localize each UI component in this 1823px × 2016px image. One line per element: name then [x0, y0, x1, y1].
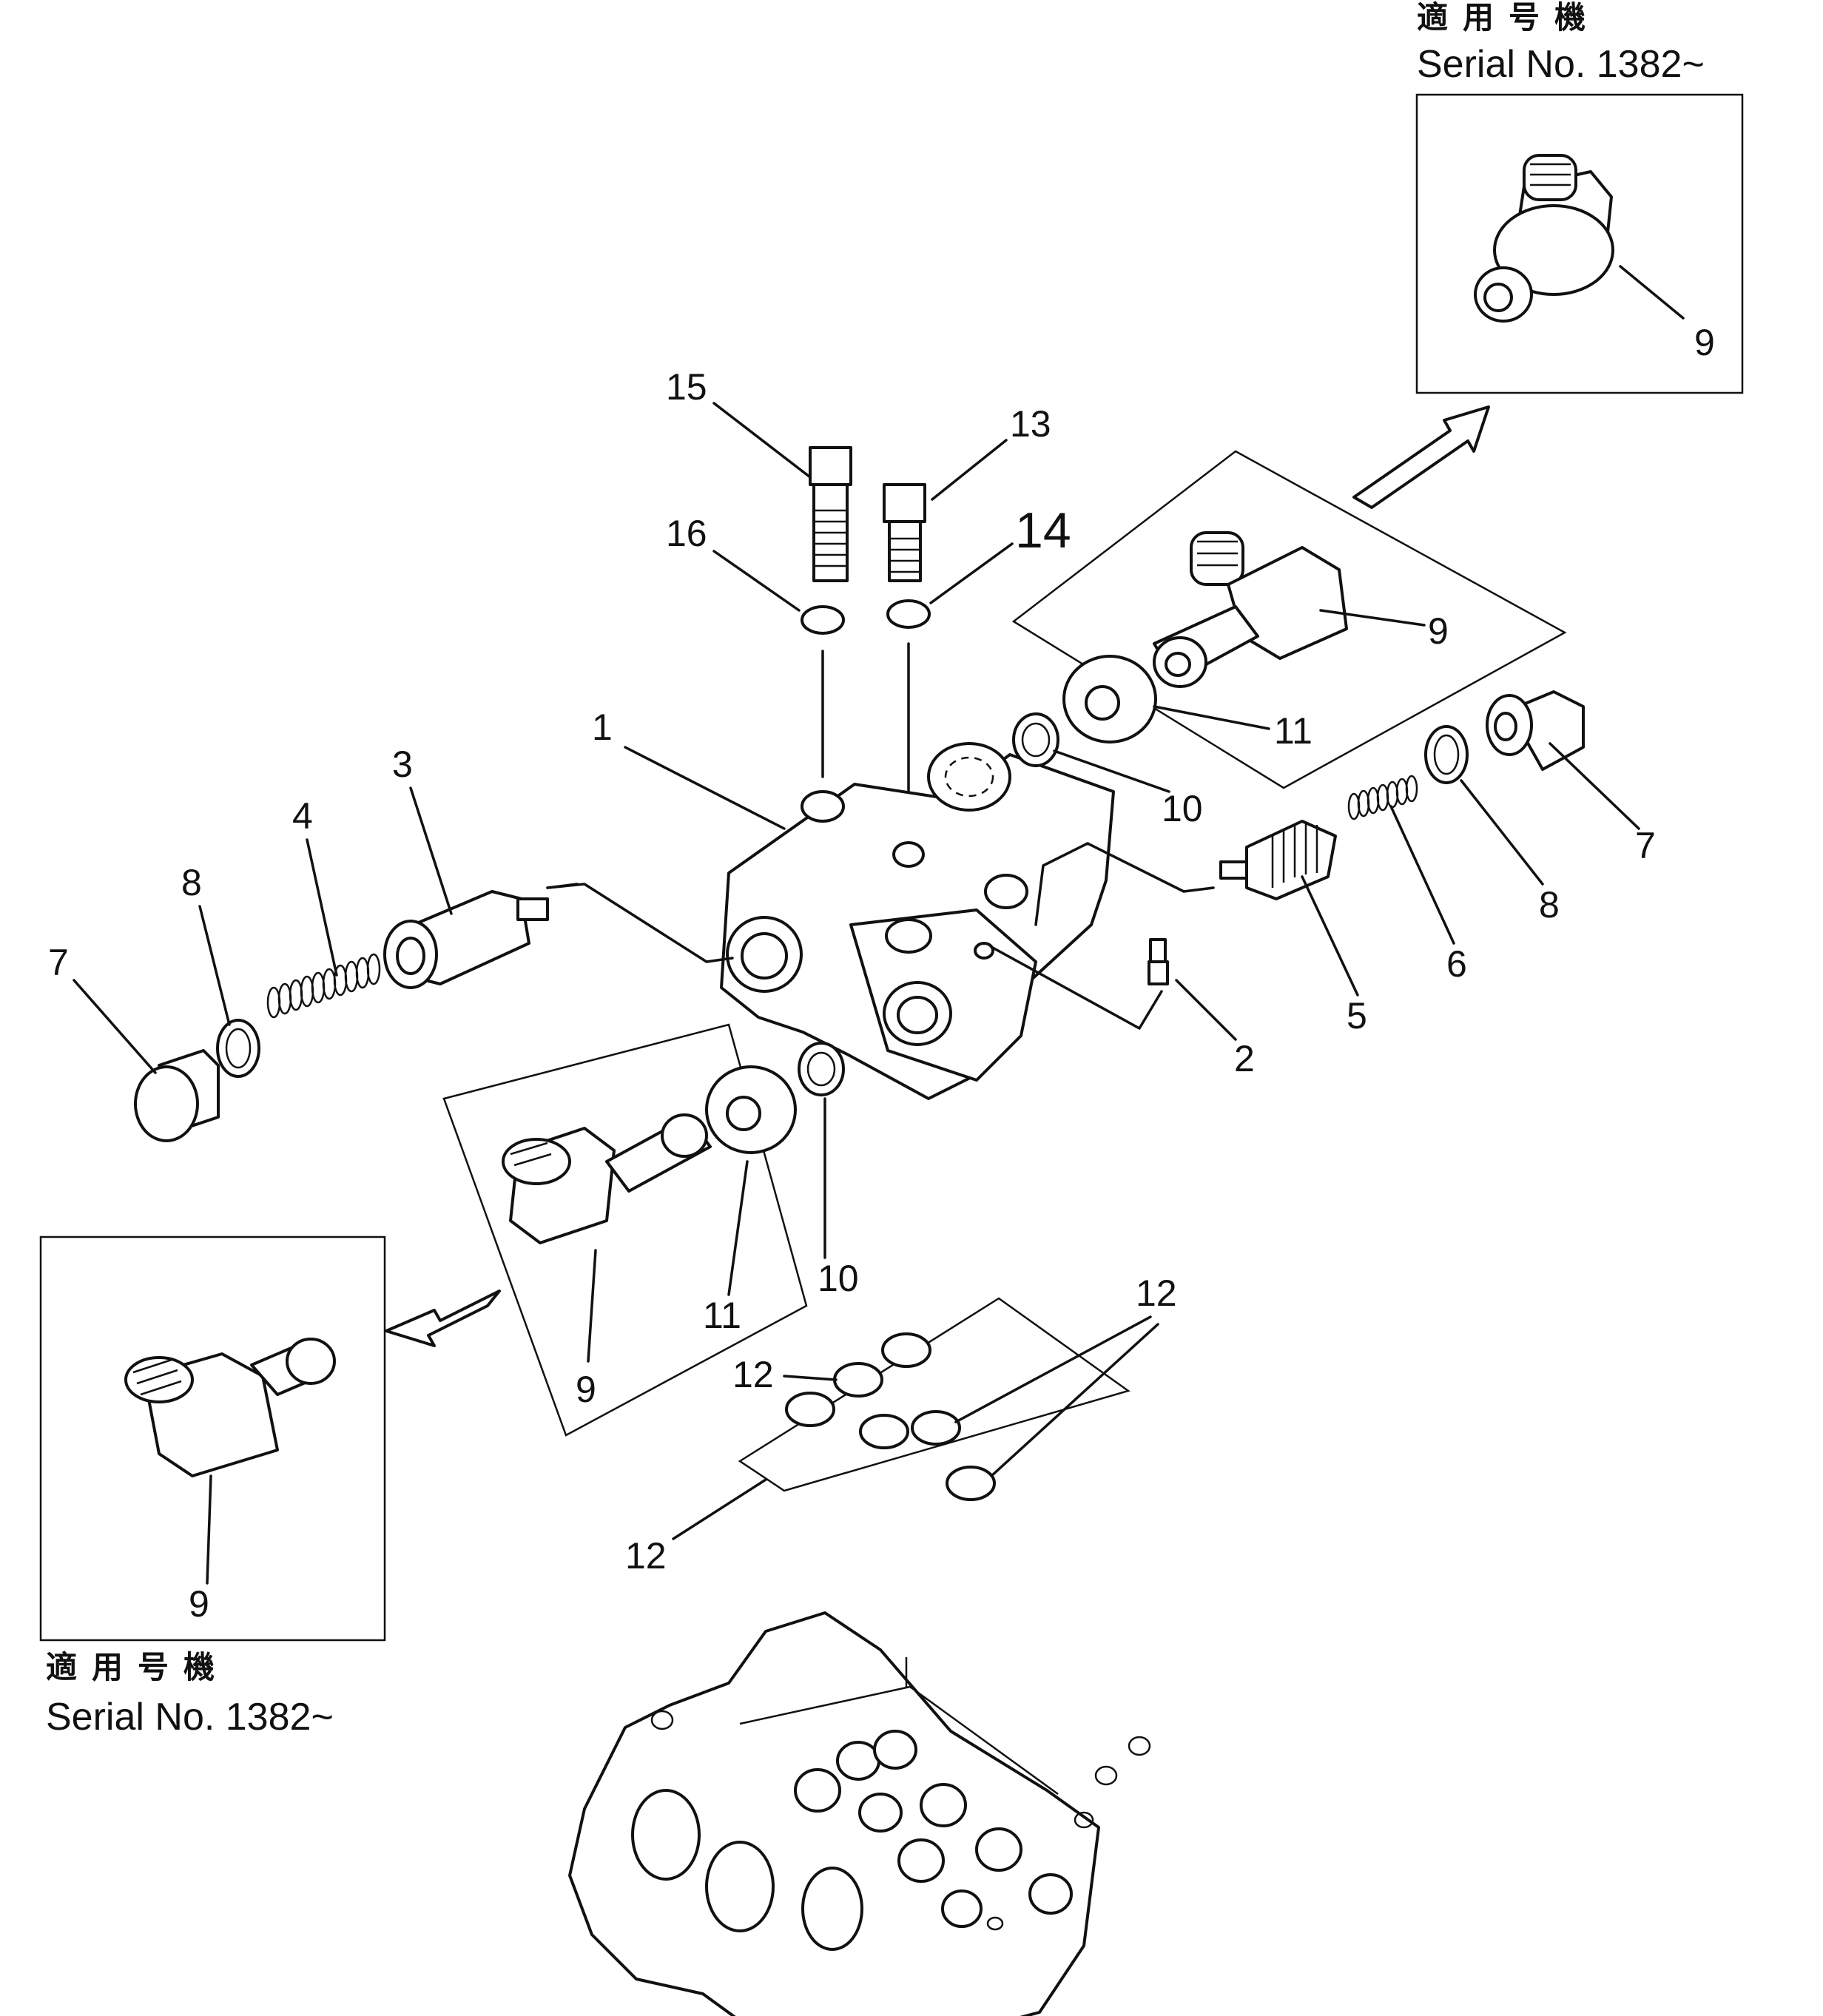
- spring-6: [1347, 775, 1418, 820]
- callout-3: 3: [392, 744, 413, 785]
- serial-note-bottom: Serial No. 1382~: [46, 1696, 334, 1739]
- callout-7-left: 7: [48, 942, 69, 983]
- callout-15: 15: [666, 366, 707, 408]
- plug-7-right: [1486, 690, 1585, 771]
- elbow-fitting-inset-top: [1474, 154, 1614, 323]
- leader-8-right: [1460, 779, 1544, 886]
- leader-12-b: [990, 1323, 1159, 1477]
- callout-4: 4: [292, 795, 313, 837]
- leader-14: [929, 542, 1014, 604]
- applicable-note-top: 適用号機: [1417, 0, 1600, 36]
- callout-14: 14: [1015, 502, 1071, 559]
- leader-12-a: [954, 1315, 1152, 1423]
- callout-1: 1: [592, 707, 613, 748]
- inset-frame-top: [1415, 93, 1744, 394]
- group-outline-upper-right: [1011, 450, 1567, 789]
- leader-inset-top-9: [1619, 265, 1685, 320]
- leader-4: [306, 838, 338, 977]
- spring-4: [266, 953, 381, 1019]
- leader-inset-bottom-9: [206, 1474, 212, 1585]
- callout-12-bottom: 12: [625, 1535, 667, 1577]
- callout-9-upper: 9: [1428, 610, 1449, 652]
- leader-9-upper: [1319, 609, 1426, 627]
- callout-9-inset-top: 9: [1694, 322, 1715, 363]
- leader-1: [624, 746, 786, 830]
- callout-10-upper: 10: [1162, 788, 1203, 829]
- callout-8-left: 8: [181, 862, 202, 903]
- callout-11-lower: 11: [703, 1295, 741, 1336]
- callout-11-upper: 11: [1274, 710, 1313, 752]
- assembly-line-3-body: [546, 883, 734, 963]
- group-outline-lower-left: [442, 1023, 808, 1437]
- leader-5: [1301, 875, 1359, 997]
- leader-11-lower: [727, 1160, 749, 1296]
- callout-12-top-right: 12: [1136, 1272, 1177, 1314]
- o-ring-10-lower: [798, 1042, 845, 1096]
- plug-7-left: [134, 1049, 220, 1142]
- callout-7-right: 7: [1635, 825, 1656, 866]
- fitting-2: [1148, 938, 1169, 985]
- valve-body-1: [720, 742, 1115, 1100]
- callout-16: 16: [666, 513, 707, 554]
- callout-9-lower: 9: [576, 1369, 596, 1410]
- elbow-fitting-9-lower: [502, 1113, 712, 1244]
- callout-5: 5: [1347, 995, 1367, 1036]
- leader-12-d: [672, 1478, 767, 1540]
- callout-8-right: 8: [1539, 884, 1560, 926]
- poppet-5: [1219, 820, 1337, 900]
- poppet-3: [383, 890, 549, 989]
- leader-16: [712, 550, 801, 612]
- callout-10-lower: 10: [818, 1258, 859, 1299]
- o-ring-8-right: [1424, 725, 1469, 784]
- leader-15: [712, 402, 812, 479]
- callout-9-inset-bottom: 9: [189, 1583, 209, 1625]
- o-rings-12: [785, 1332, 996, 1501]
- leader-2: [1175, 979, 1237, 1041]
- elbow-fitting-inset-bottom: [124, 1338, 336, 1477]
- o-ring-10-upper: [1012, 712, 1059, 767]
- inset-frame-bottom: [39, 1235, 386, 1642]
- serial-note-top: Serial No. 1382~: [1417, 43, 1705, 86]
- callout-12-left: 12: [732, 1354, 774, 1395]
- leader-11-upper: [1153, 705, 1270, 730]
- leader-3: [409, 786, 453, 915]
- inset-bottom-left: 9 適用号機 Serial No. 1382~: [39, 1235, 386, 1739]
- leader-12-c: [783, 1375, 838, 1381]
- inset-top-right: 適用号機 Serial No. 1382~ 9: [1415, 0, 1744, 394]
- elbow-fitting-9-upper: [1153, 531, 1348, 688]
- bolt-13: [883, 483, 926, 582]
- leader-6: [1389, 805, 1455, 945]
- leader-7-left: [73, 979, 157, 1074]
- leader-13: [931, 439, 1008, 501]
- callout-13: 13: [1010, 403, 1051, 445]
- washer-14: [886, 599, 931, 629]
- nut-11-upper: [1062, 655, 1157, 744]
- assembly-line-5: [1034, 842, 1215, 926]
- applicable-note-bottom: 適用号機: [46, 1649, 229, 1685]
- callout-2: 2: [1234, 1038, 1255, 1079]
- washer-16: [801, 605, 845, 635]
- nut-11-lower: [705, 1065, 797, 1154]
- arrow-to-bottom-inset: [385, 1290, 501, 1347]
- o-ring-8-left: [216, 1019, 260, 1078]
- callout-6: 6: [1446, 943, 1467, 985]
- leader-8-left: [198, 905, 231, 1026]
- leader-10-upper: [1053, 749, 1170, 793]
- bolt-15: [809, 446, 852, 582]
- leader-7-right: [1549, 742, 1640, 830]
- leader-9-lower: [587, 1249, 597, 1363]
- assembly-line-2: [990, 945, 1163, 1030]
- control-valve-housing: [568, 1611, 1151, 2016]
- arrow-to-top-inset: [1352, 405, 1490, 509]
